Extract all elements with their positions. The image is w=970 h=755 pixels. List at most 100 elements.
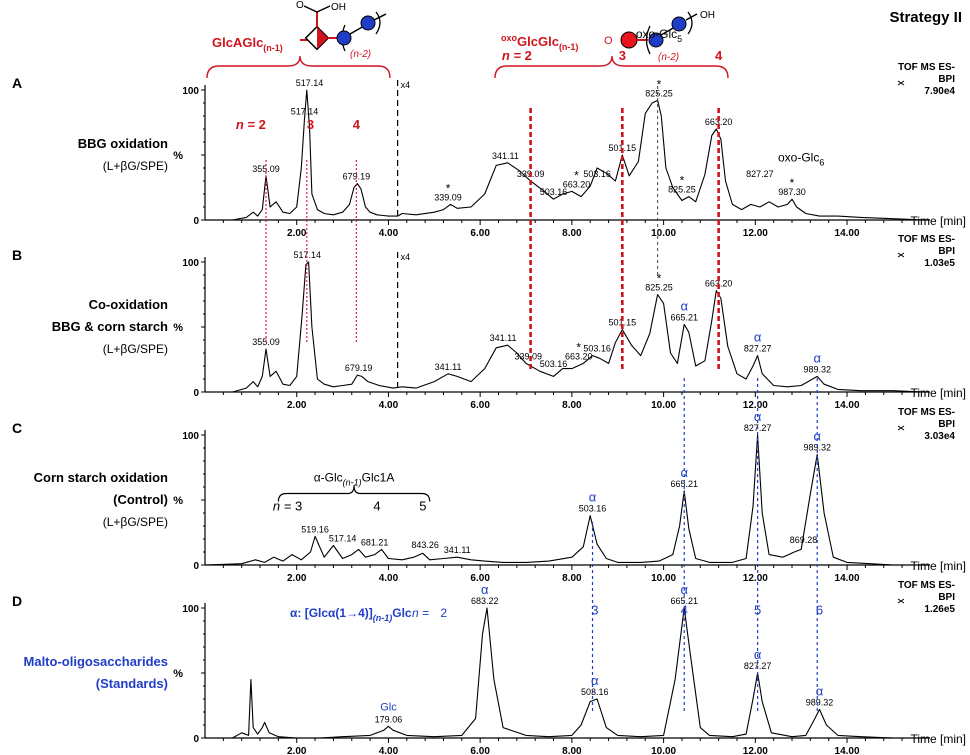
x-axis-title: Time [min]	[910, 214, 966, 228]
alpha-marker: α	[680, 298, 688, 313]
glca-structure: GlcAGlc(n-1) OH O (n-2)	[212, 0, 387, 60]
oxo-oh-label: OH	[700, 10, 715, 21]
x-tick-label: 10.00	[651, 746, 676, 755]
peak-label: 503.16	[540, 359, 568, 369]
x-tick-label: 12.00	[743, 400, 768, 411]
panel-letter: D	[12, 593, 22, 609]
panel-d: DMalto-oligosaccharides(Standards)0%1002…	[12, 580, 966, 755]
peak-label: 825.25	[668, 185, 696, 195]
x-tick-label: 14.00	[835, 746, 860, 755]
x-tick-label: 4.00	[379, 400, 399, 411]
x-axis-title: Time [min]	[910, 732, 966, 746]
glca-label: GlcAGlc(n-1)	[212, 35, 283, 53]
instrument-info: BPI	[938, 419, 955, 430]
glc-label: Glc	[380, 701, 397, 713]
peak-label: 989.32	[803, 443, 831, 453]
glca-oh-label: OH	[331, 2, 346, 13]
peak-label: 503.16	[583, 169, 611, 179]
peak-label: 663.20	[705, 279, 733, 289]
peak-label: 663.20	[563, 179, 591, 189]
instrument-marker	[897, 252, 905, 258]
x-tick-label: 10.00	[651, 573, 676, 584]
series-annotation: 4	[373, 498, 380, 513]
series-annotation: oxo-Glc5	[636, 27, 682, 44]
x-tick-label: 6.00	[470, 400, 490, 411]
oligo-bracket	[277, 485, 431, 502]
instrument-info: TOF MS ES-	[898, 407, 955, 418]
peak-label: 517.14	[329, 534, 357, 544]
zoom-label: x4	[401, 80, 411, 90]
instrument-info: 1.03e5	[924, 258, 955, 269]
x-tick-label: 8.00	[562, 746, 582, 755]
alpha-marker: α	[813, 429, 821, 444]
peak-label: 341.11	[492, 151, 519, 161]
peak-label: 339.09	[434, 192, 462, 202]
x-axis-title: Time [min]	[910, 386, 966, 400]
series-annotation: 3	[591, 603, 598, 618]
y-tick-label: 100	[182, 604, 199, 615]
oxo-brace	[494, 55, 729, 79]
instrument-info: TOF MS ES-	[898, 580, 955, 591]
glucose-icon	[648, 32, 664, 48]
peak-label: 501.15	[609, 318, 637, 328]
panel-title-line: (L+βG/SPE)	[103, 515, 168, 529]
x-tick-label: 6.00	[470, 746, 490, 755]
instrument-info: 1.26e5	[924, 604, 955, 615]
peak-label: 339.09	[515, 351, 543, 361]
x-tick-label: 8.00	[562, 573, 582, 584]
panel-title-line: (L+βG/SPE)	[103, 342, 168, 356]
oxo-glucose-icon	[620, 31, 638, 49]
peak-label: 341.11	[444, 545, 471, 555]
panel-title-line: BBG & corn starch	[52, 319, 168, 334]
x-tick-label: 6.00	[470, 228, 490, 239]
series-annotation: n = 2	[236, 117, 266, 132]
peak-label: 517.14	[291, 107, 319, 117]
peak-label: 679.19	[345, 363, 373, 373]
panel-title-line: (L+βG/SPE)	[103, 159, 168, 173]
glucose-icon	[671, 16, 687, 32]
peak-label: 843.26	[411, 540, 439, 550]
svg-text:O: O	[296, 0, 304, 11]
peak-label: 681.21	[361, 537, 389, 547]
alpha-marker: α	[589, 490, 597, 505]
alpha-marker: α	[816, 683, 824, 698]
panel-title-line: (Control)	[113, 492, 168, 507]
y-unit-label: %	[173, 668, 183, 680]
series-annotation: oxo-Glc6	[778, 151, 824, 168]
y-tick-label: 0	[193, 561, 199, 572]
star-marker: *	[446, 181, 451, 195]
series-annotation: 5	[754, 603, 761, 618]
instrument-info: 3.03e4	[924, 431, 955, 442]
peak-label: 519.16	[301, 524, 329, 534]
panel-title-line: (Standards)	[96, 676, 168, 691]
peak-label: 663.20	[705, 117, 733, 127]
alpha-marker: α	[481, 582, 489, 597]
y-tick-label: 100	[182, 258, 199, 269]
x-tick-label: 2.00	[287, 400, 307, 411]
y-tick-label: 100	[182, 431, 199, 442]
x-tick-label: 10.00	[651, 228, 676, 239]
glca-brace	[206, 55, 391, 79]
x-tick-label: 14.00	[835, 573, 860, 584]
peak-label: 503.16	[540, 187, 568, 197]
instrument-marker	[897, 80, 905, 86]
peak-label: 683.22	[471, 596, 499, 606]
oxo-label: oxoGlcGlc(n-1)	[501, 33, 578, 52]
peak-label: 665.21	[670, 479, 698, 489]
peak-label: 503.16	[581, 687, 609, 697]
peak-label: 825.25	[645, 283, 673, 293]
panel-title-line: Malto-oligosaccharides	[24, 654, 168, 669]
oxo-structure: oxoGlcGlc(n-1) O OH (n-2)	[501, 10, 715, 63]
x-tick-label: 14.00	[835, 400, 860, 411]
x-tick-label: 8.00	[562, 400, 582, 411]
x-axis-title: Time [min]	[910, 559, 966, 573]
panel-title-line: BBG oxidation	[78, 136, 168, 151]
x-tick-label: 2.00	[287, 573, 307, 584]
x-tick-label: 8.00	[562, 228, 582, 239]
instrument-marker	[897, 598, 905, 604]
x-tick-label: 4.00	[379, 573, 399, 584]
x-tick-label: 2.00	[287, 746, 307, 755]
